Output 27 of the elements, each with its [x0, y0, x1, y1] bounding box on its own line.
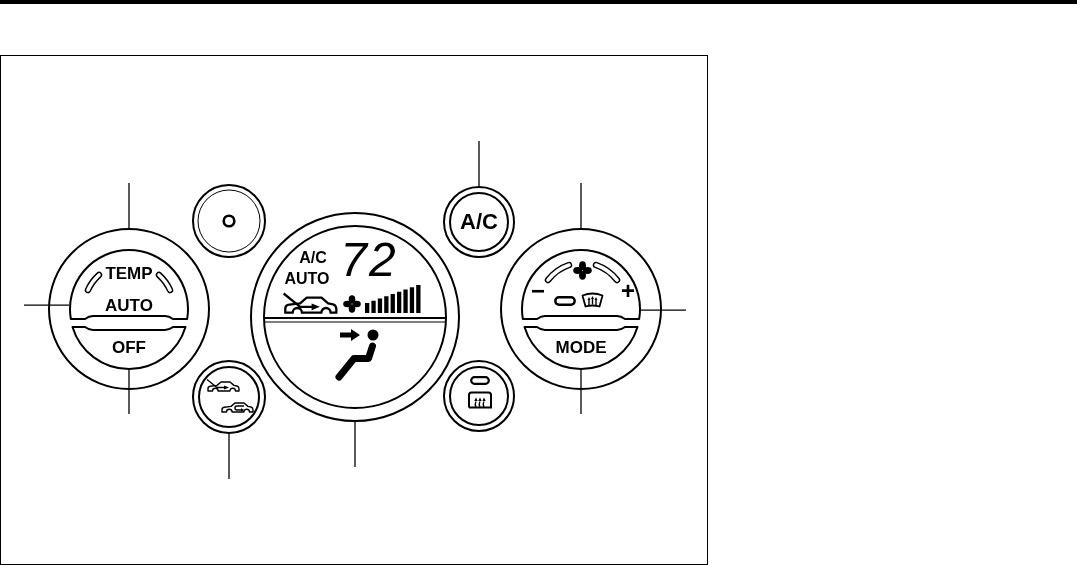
leader-line	[228, 433, 230, 480]
dial-label: TEMP	[105, 264, 153, 282]
display-screen	[250, 212, 460, 422]
display-indicator: A/C	[299, 250, 327, 266]
temperature-readout: 72	[340, 236, 398, 284]
round-button: A/C	[443, 186, 515, 258]
leader-line	[354, 421, 356, 468]
display-indicator: AUTO	[284, 271, 330, 287]
leader-line	[23, 304, 70, 306]
control-knob	[48, 228, 210, 390]
leader-line	[128, 182, 130, 229]
round-button	[443, 360, 515, 432]
leader-line	[580, 368, 582, 415]
control-knob	[500, 228, 662, 390]
knob-push-button: OFF	[69, 326, 189, 369]
leader-line	[580, 182, 582, 229]
round-button	[192, 360, 266, 434]
round-button	[192, 184, 266, 258]
dial-label: AUTO	[105, 296, 153, 314]
leader-line	[128, 368, 130, 415]
dial-face	[69, 249, 189, 320]
knob-push-button: MODE	[521, 326, 641, 369]
leader-line	[478, 140, 480, 187]
minus-sign: −	[531, 283, 545, 299]
dial-face	[521, 249, 641, 320]
leader-line	[640, 309, 687, 311]
plus-sign: +	[621, 283, 635, 299]
